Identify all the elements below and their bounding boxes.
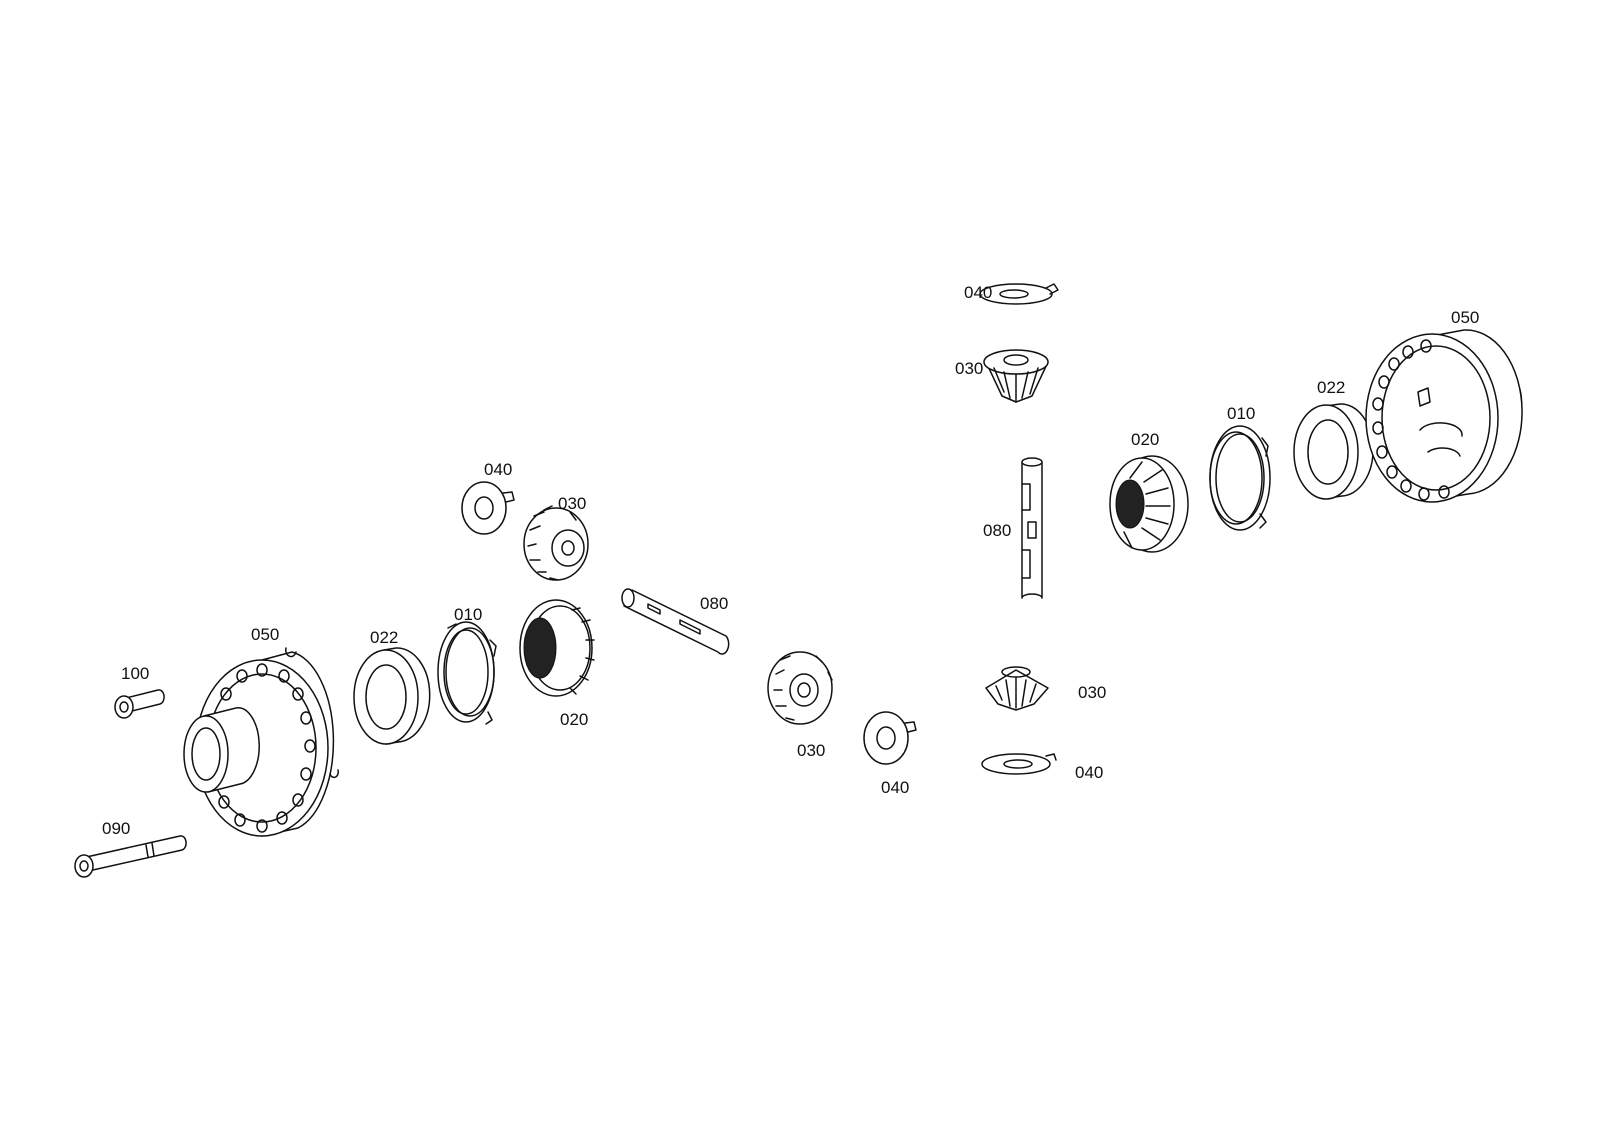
pinion-teeth <box>993 367 1039 403</box>
part-030-pinion-top-left[interactable] <box>523 505 589 581</box>
label-040-bottom-right: 040 <box>1075 763 1103 782</box>
part-020-side-gear-right[interactable] <box>1109 455 1189 553</box>
part-040-washer-top-right[interactable] <box>979 283 1059 305</box>
housing-bolt-holes <box>1372 339 1450 501</box>
label-010-right: 010 <box>1227 404 1255 423</box>
label-080-left: 080 <box>700 594 728 613</box>
label-040-bottom-mid: 040 <box>881 778 909 797</box>
label-022-right: 022 <box>1317 378 1345 397</box>
part-050-housing-right[interactable] <box>1365 329 1523 503</box>
label-050-right: 050 <box>1451 308 1479 327</box>
label-030-bottom-right: 030 <box>1078 683 1106 702</box>
label-020-left: 020 <box>560 710 588 729</box>
part-040-washer-bottom-mid[interactable] <box>863 711 917 765</box>
part-050-housing-left[interactable] <box>183 647 340 837</box>
part-022-ring-right[interactable] <box>1293 403 1374 500</box>
part-080-shaft-right[interactable] <box>1021 457 1043 599</box>
label-022-left: 022 <box>370 628 398 647</box>
label-010-left: 010 <box>454 605 482 624</box>
label-040-top-left: 040 <box>484 460 512 479</box>
part-090-long-screw[interactable] <box>74 835 187 878</box>
part-labels: 100 090 050 022 010 040 030 020 080 030 … <box>102 283 1479 838</box>
part-030-pinion-bottom-mid[interactable] <box>767 651 833 725</box>
part-080-shaft-left[interactable] <box>621 588 730 655</box>
label-030-top-left: 030 <box>558 494 586 513</box>
label-050-left: 050 <box>251 625 279 644</box>
part-030-pinion-bottom-right[interactable] <box>985 666 1049 711</box>
label-080-right: 080 <box>983 521 1011 540</box>
part-010-disc-left[interactable] <box>437 621 497 725</box>
label-020-right: 020 <box>1131 430 1159 449</box>
part-040-washer-top-left[interactable] <box>461 481 515 535</box>
label-030-top-right: 030 <box>955 359 983 378</box>
pinion-teeth <box>995 677 1037 709</box>
label-030-bottom-mid: 030 <box>797 741 825 760</box>
pinion-teeth <box>527 505 577 581</box>
pinion-teeth <box>773 655 833 721</box>
label-090: 090 <box>102 819 130 838</box>
label-040-top-right: 040 <box>964 283 992 302</box>
part-020-side-gear-left[interactable] <box>519 599 595 697</box>
part-040-washer-bottom-right[interactable] <box>981 753 1057 775</box>
part-100-cap-screw[interactable] <box>114 689 165 719</box>
label-100: 100 <box>121 664 149 683</box>
side-gear-teeth <box>569 607 595 695</box>
part-022-ring-left[interactable] <box>353 647 431 745</box>
part-030-pinion-top-right[interactable] <box>983 349 1049 403</box>
part-010-disc-right[interactable] <box>1209 425 1271 531</box>
side-gear-teeth <box>1123 461 1171 549</box>
